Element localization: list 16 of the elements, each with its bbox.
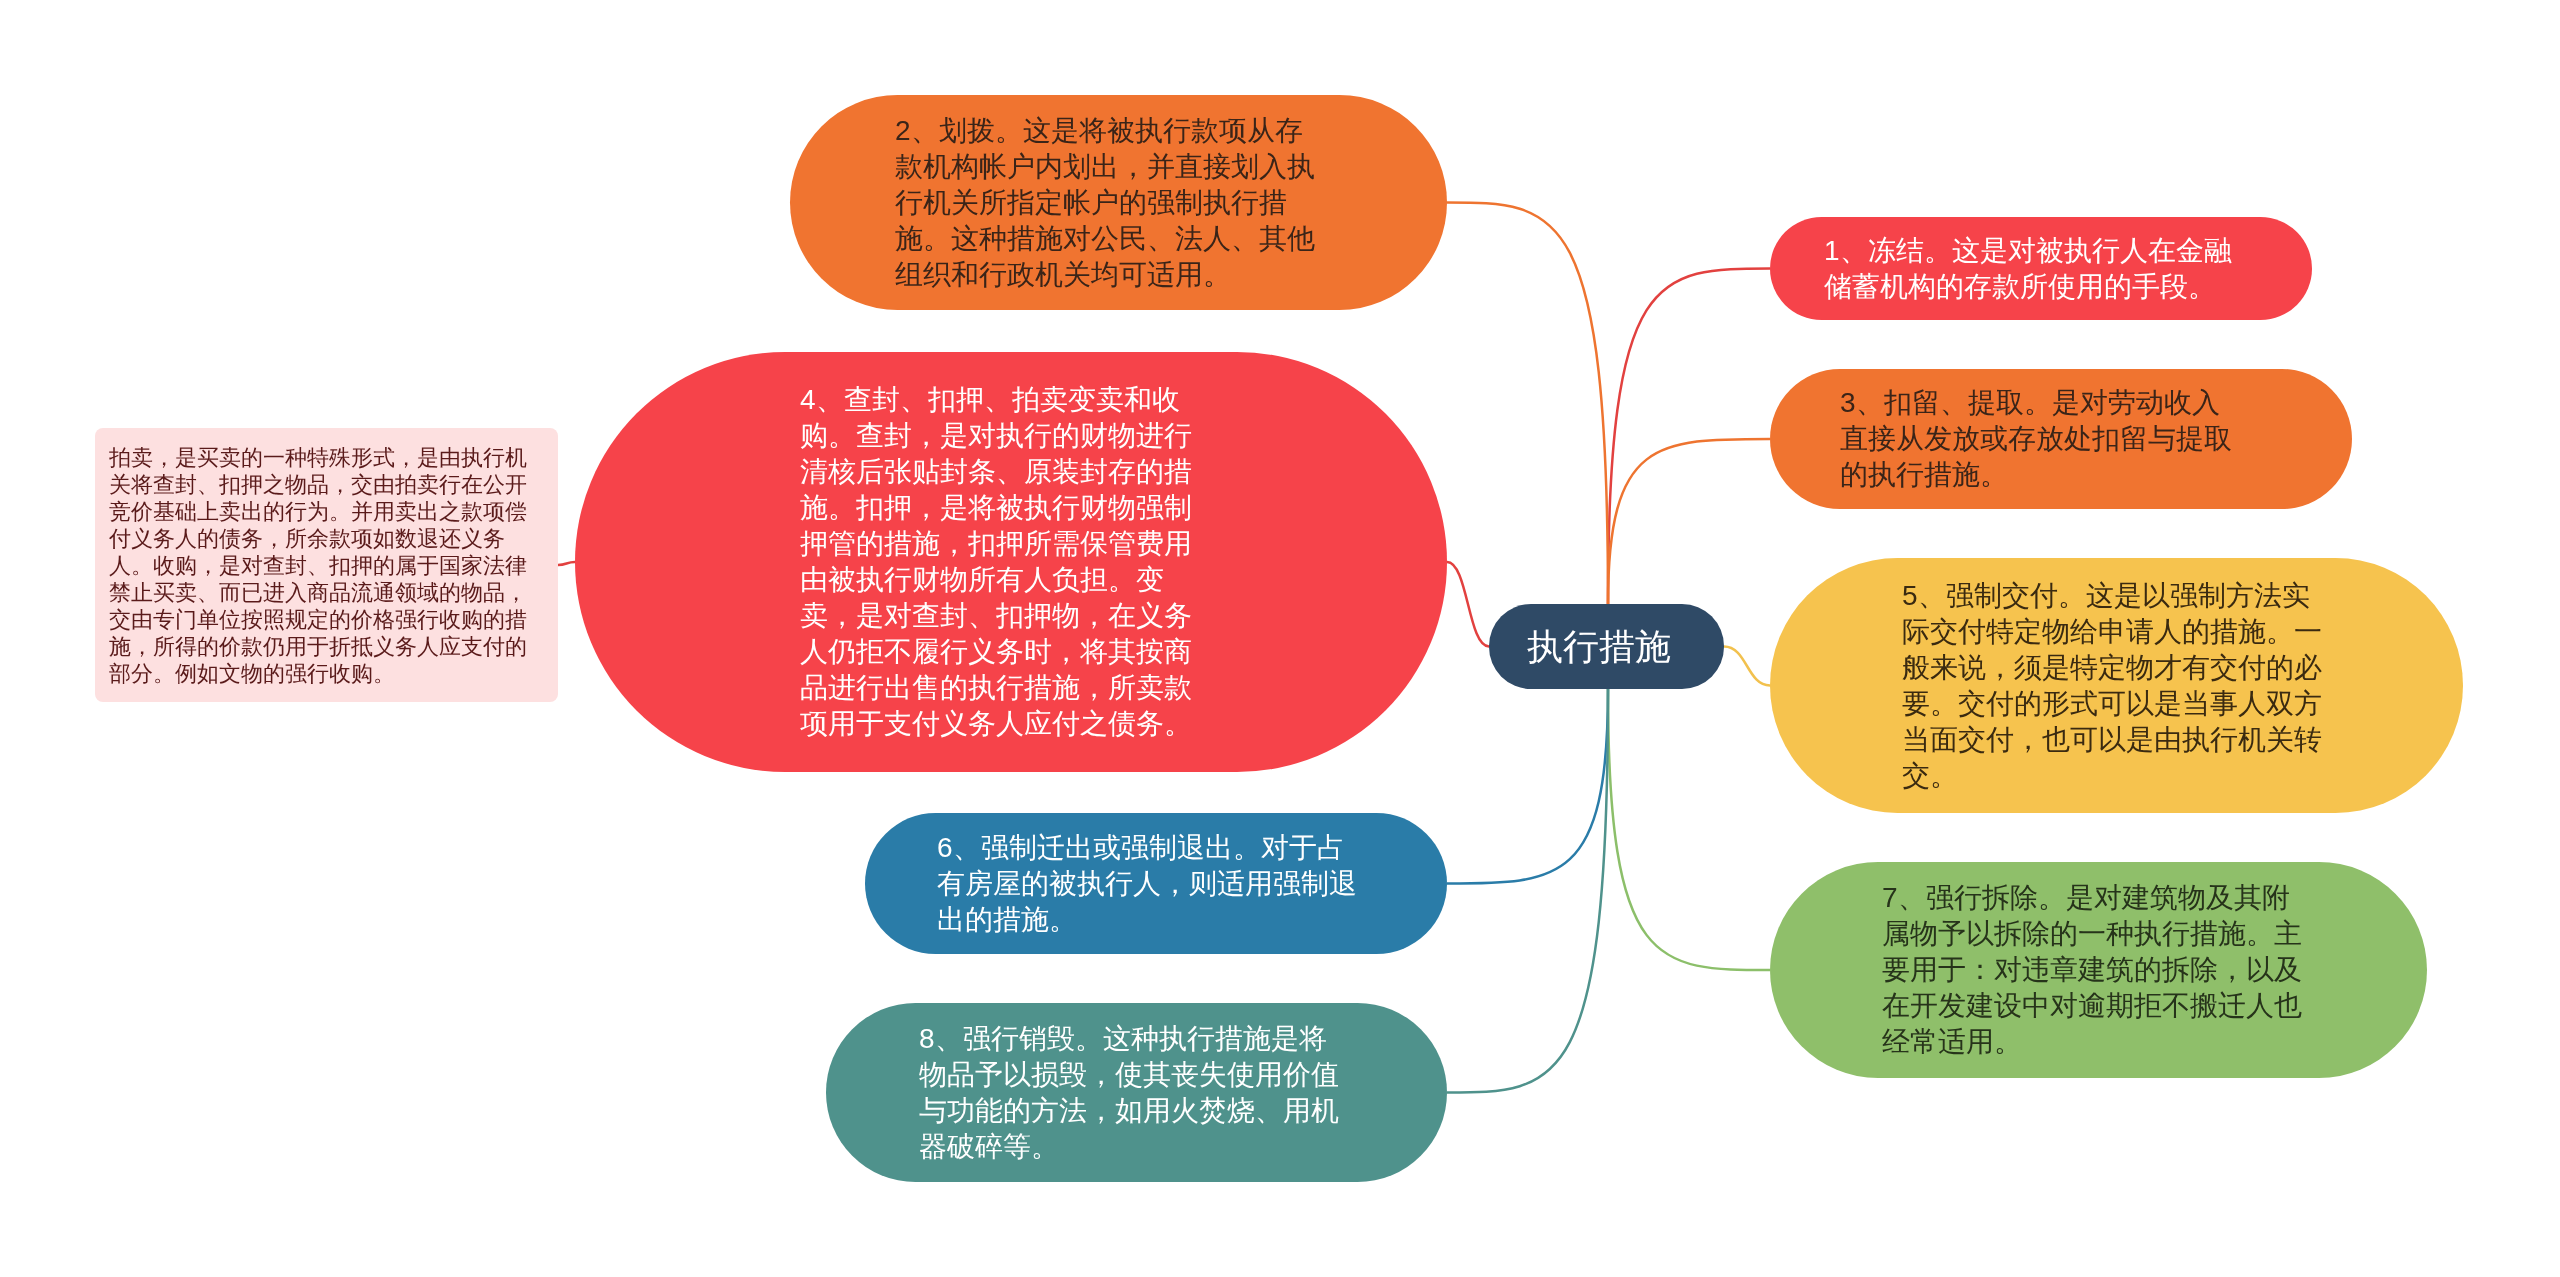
topic-text: 8、强行销毁。这种执行措施是将物品予以损毁，使其丧失使用价值与功能的方法，如用火焚烧、用机器破碎等。 [919, 1021, 1340, 1164]
topic-text: 执行措施 [1526, 624, 1672, 669]
topic-text: 4、查封、扣押、拍卖变卖和收购。查封，是对执行的财物进行清核后张贴封条、原装封存的措施。扣押，是将被执行财物强制押管的措施，扣押所需保管费用由被执行财物所有人负担。变卖，是对查封、扣押物，在义务人仍拒不履行义务时，将其按商品进行出售的执行措施，所卖款项用于支付义务人应付之债务。 [800, 383, 1193, 741]
topic-text: 5、强制交付。这是以强制方法实际交付特定物给申请人的措施。一般来说，须是特定物才有交付的必要。交付的形式可以是当事人双方当面交付，也可以是由执行机关转交。 [1902, 578, 2323, 793]
topic-text: 2、划拨。这是将被执行款项从存款机构帐户内划出，并直接划入执行机关所指定帐户的强制执行措施。这种措施对公民、法人、其他组织和行政机关均可适用。 [895, 113, 1316, 292]
connector-line [557, 560, 576, 567]
connector-line [1446, 560, 1490, 648]
topic-text: 3、扣留、提取。是对劳动收入直接从发放或存放处扣留与提取的执行措施。 [1840, 386, 2233, 492]
topic-text: 1、冻结。这是对被执行人在金融储蓄机构的存款所使用的手段。 [1824, 233, 2233, 304]
topic-text: 7、强行拆除。是对建筑物及其附属物予以拆除的一种执行措施。主要用于：对违章建筑的拆除，以及在开发建设中对逾期拒不搬迁人也经常适用。 [1882, 881, 2303, 1059]
topic-text: 6、强制迁出或强制退出。对于占有房屋的被执行人，则适用强制退出的措施。 [937, 830, 1358, 937]
connector-line [1447, 689, 1610, 1094]
topic-text: 拍卖，是买卖的一种特殊形式，是由执行机关将查封、扣押之物品，交由拍卖行在公开竞价基础上卖出的行为。并用卖出之款项偿付义务人的债务，所余款项如数退还义务人。收购，是对查封、扣押的属于国家法律禁止买卖、而已进入商品流通领域的物品，交由专门单位按照规定的价格强行收购的措施，所得的价款仍用于折抵义务人应支付的部分。例如文物的强行收购。 [109, 443, 528, 687]
connector-line [1606, 437, 1770, 605]
connector-line [1723, 645, 1771, 687]
note-card [95, 428, 558, 702]
